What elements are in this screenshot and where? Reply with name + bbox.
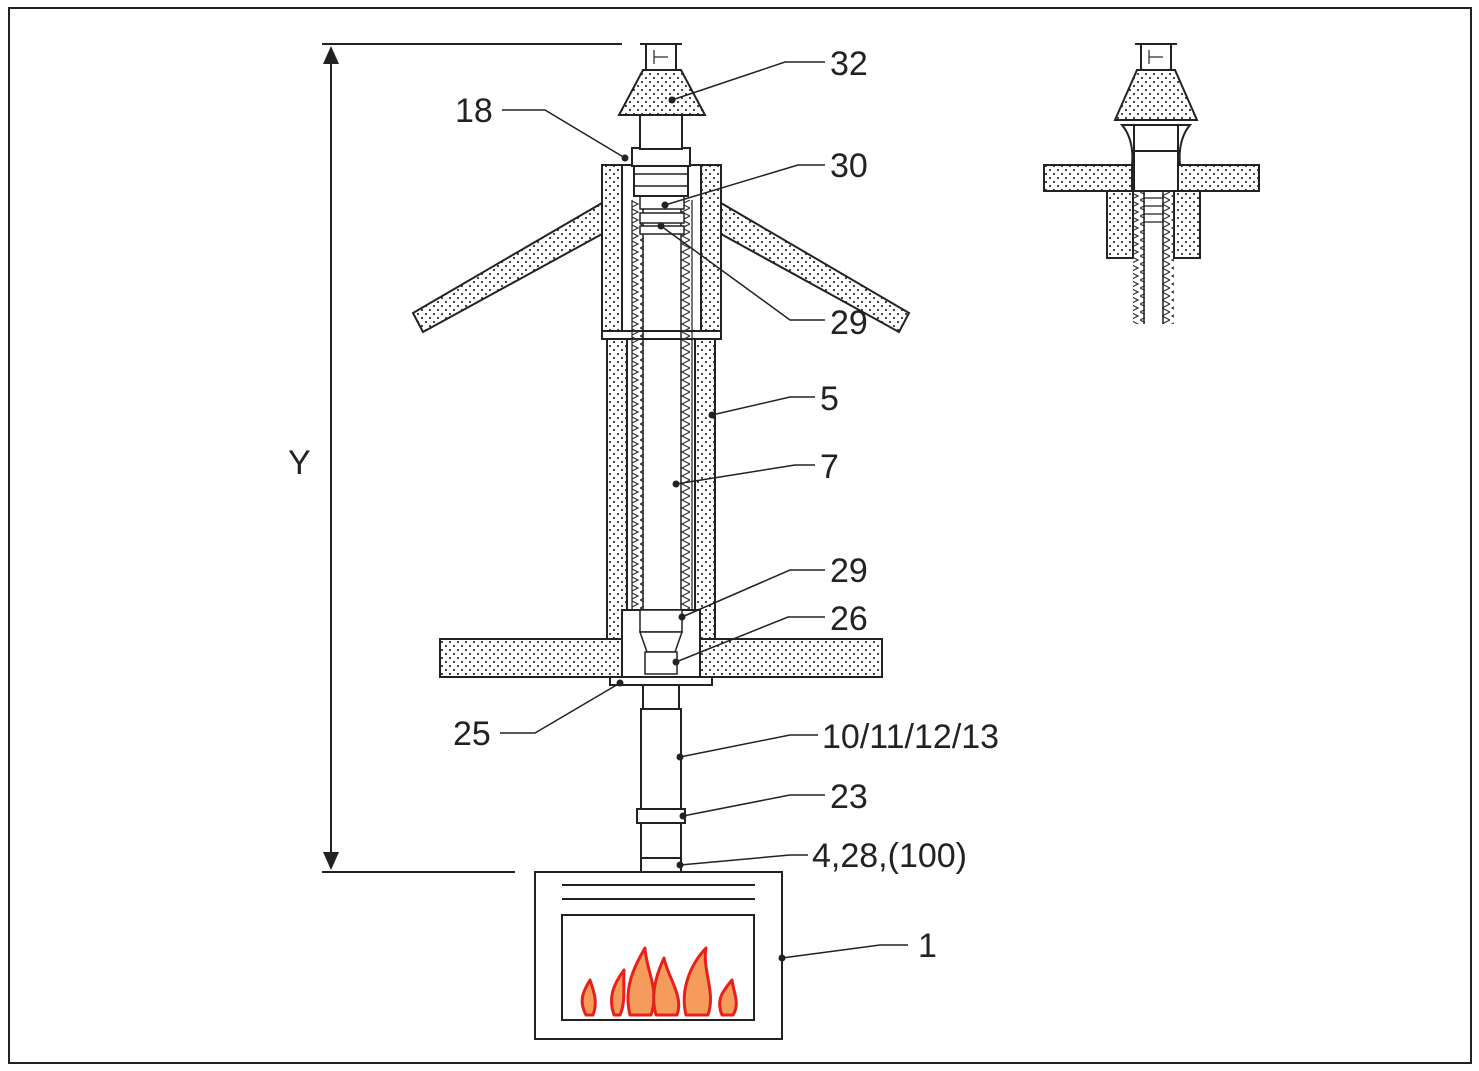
callout-25: 25 <box>453 715 491 753</box>
callout-23: 23 <box>830 778 868 816</box>
stove-connector <box>640 857 682 873</box>
pipe-sleeve <box>636 808 686 824</box>
leader-5 <box>711 396 815 416</box>
top-collar <box>631 147 691 197</box>
top-liner-fittings <box>639 194 685 235</box>
lower-pipe-section <box>640 822 682 859</box>
cap-pipe-stub <box>639 112 683 150</box>
leader-25 <box>500 682 621 734</box>
callout-29-top: 29 <box>830 304 868 342</box>
bottom-liner-adapter <box>621 609 701 678</box>
callout-29-bottom: 29 <box>830 552 868 590</box>
callout-4-28-100: 4,28,(100) <box>812 837 967 875</box>
flexible-liner <box>631 200 693 610</box>
height-dimension <box>322 43 622 873</box>
roof-slope-left <box>411 201 603 334</box>
callout-30: 30 <box>830 147 868 185</box>
callout-10-11-12-13: 10/11/12/13 <box>822 718 999 756</box>
leader-26 <box>675 616 825 663</box>
stove-flames <box>580 946 738 1017</box>
callout-1: 1 <box>918 927 937 965</box>
leader-23 <box>682 794 825 817</box>
leader-32 <box>671 61 825 101</box>
leader-18 <box>502 109 626 159</box>
connecting-pipe <box>640 684 682 810</box>
callout-32: 32 <box>830 45 868 83</box>
leader-lines <box>500 61 908 959</box>
callout-26: 26 <box>830 600 868 638</box>
leader-30 <box>664 164 825 206</box>
insulated-chimney-section <box>606 338 716 640</box>
callout-18: 18 <box>455 92 493 130</box>
ceiling-plate <box>609 676 713 686</box>
dimension-label-y: Y <box>288 444 311 482</box>
leader-7 <box>675 464 815 485</box>
leader-29-bottom <box>681 569 825 618</box>
callout-5: 5 <box>820 380 839 418</box>
leader-1 <box>781 944 908 959</box>
leader-29-top <box>660 225 825 321</box>
leader-dots <box>616 96 786 962</box>
rain-cap <box>617 43 707 116</box>
outer-border <box>8 7 1472 1064</box>
inset-detail <box>1043 43 1260 324</box>
leader-10 <box>679 734 818 758</box>
roof-slope-right <box>720 201 911 334</box>
leader-4 <box>679 854 808 866</box>
callout-7: 7 <box>820 448 839 486</box>
